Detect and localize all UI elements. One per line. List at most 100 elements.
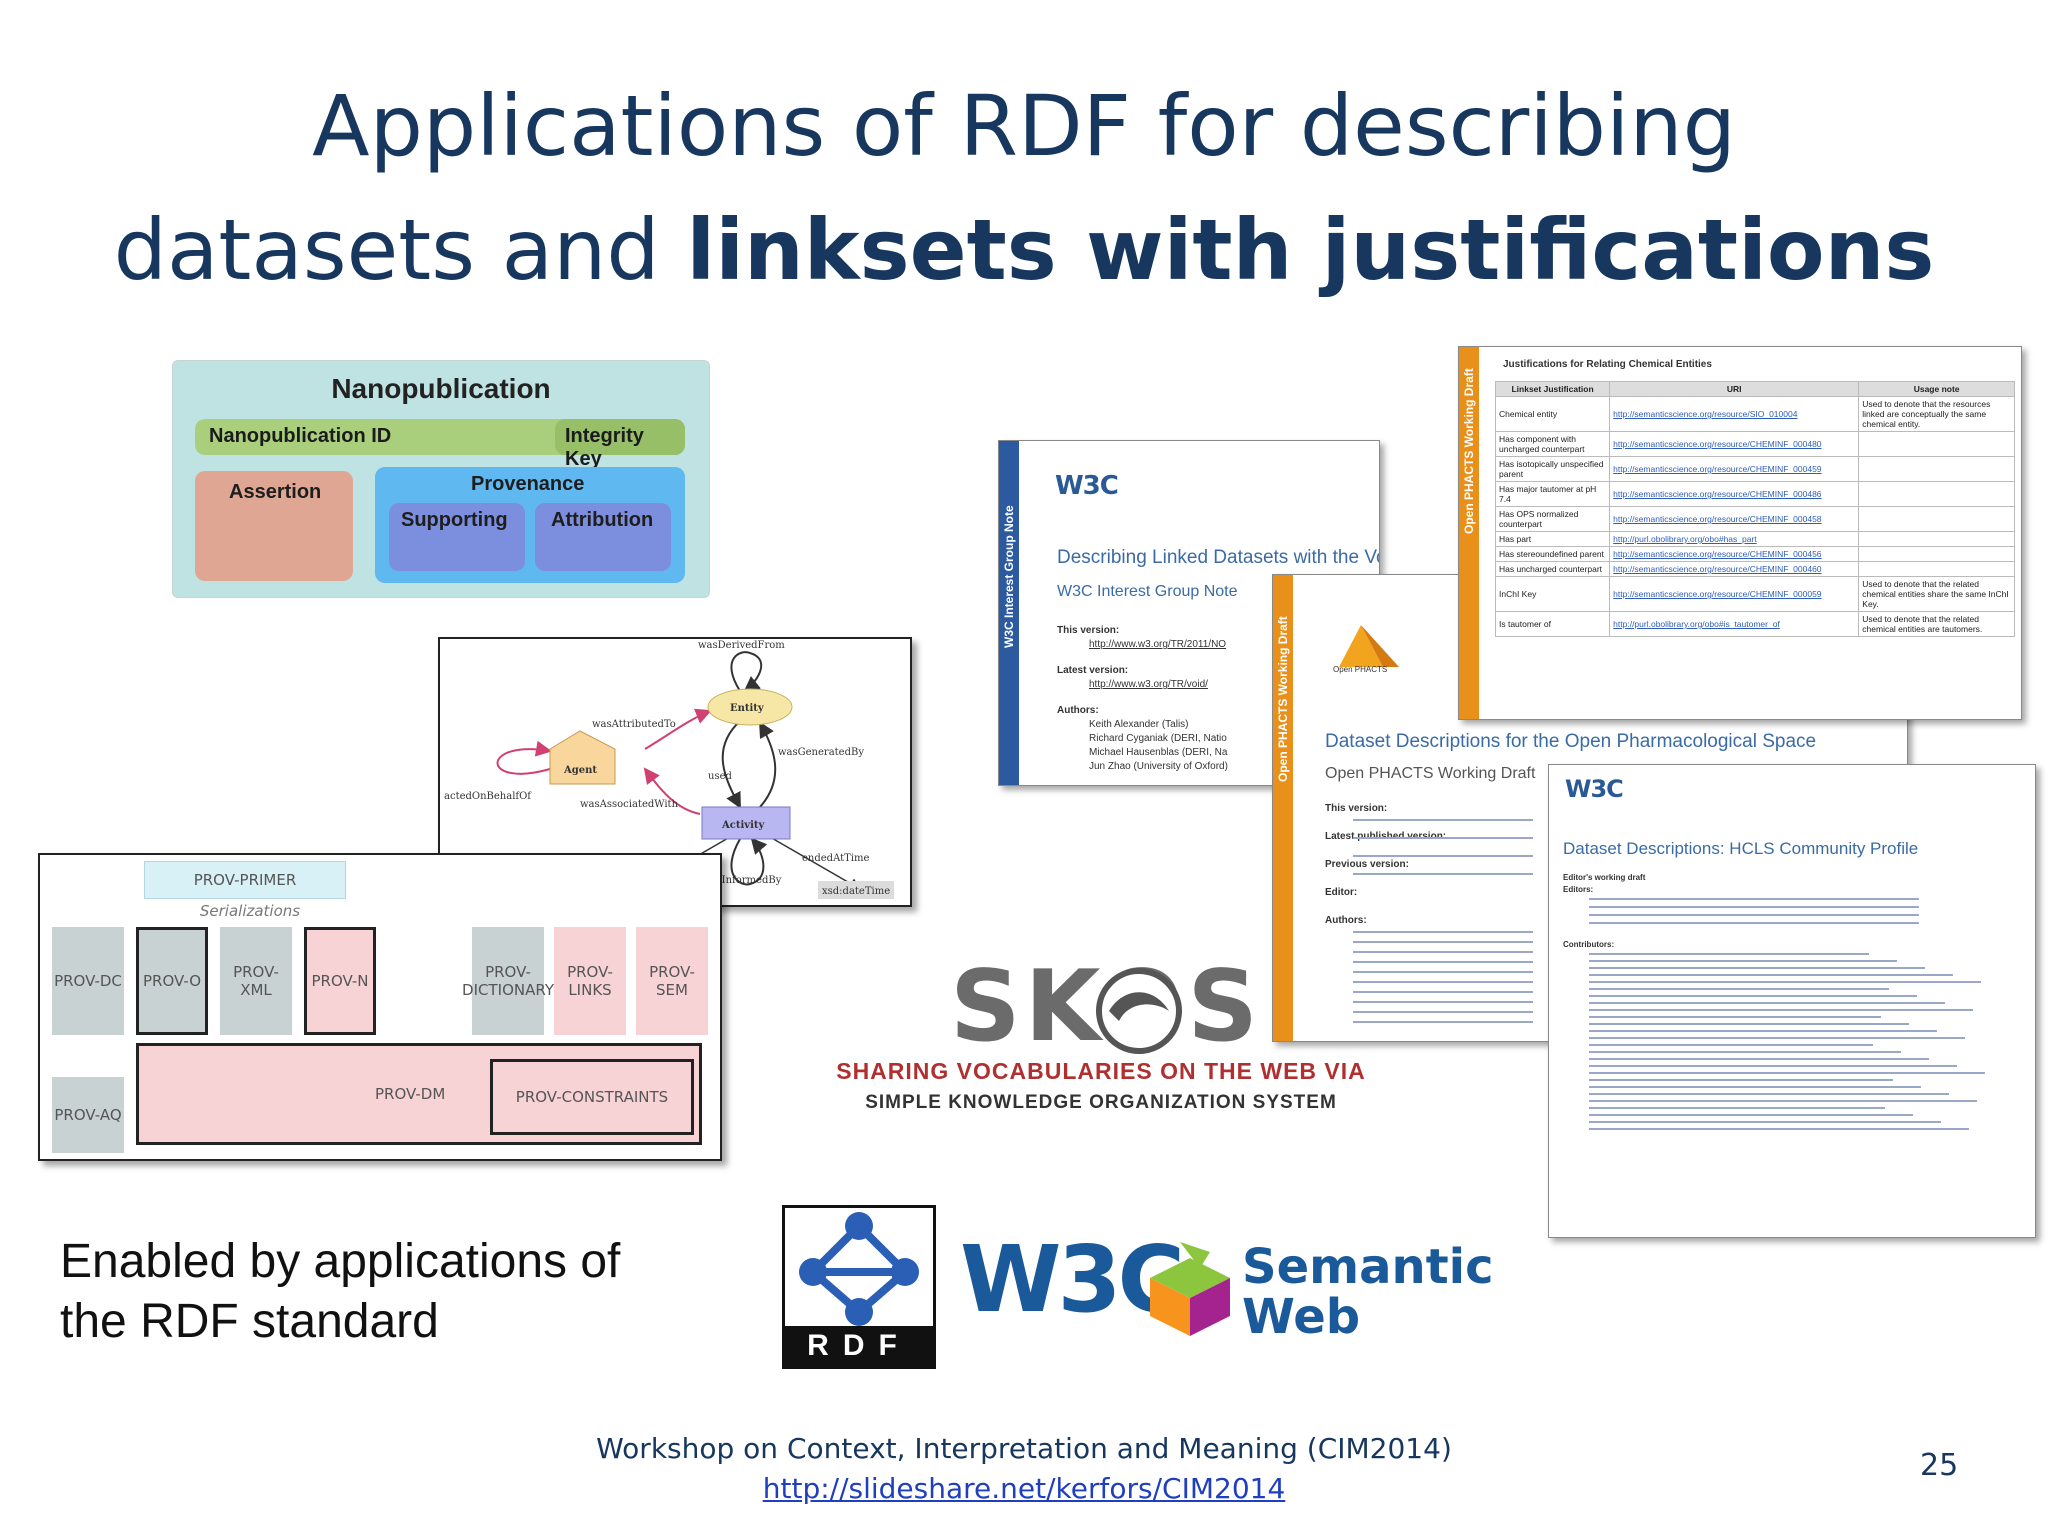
page-number: 25: [1920, 1448, 1959, 1483]
rdf-label: RDF: [785, 1326, 933, 1366]
justification-uri-cell[interactable]: http://semanticscience.org/resource/CHEM…: [1609, 431, 1860, 457]
void-w3c-logo: W3C: [1055, 471, 1119, 501]
justification-uri-cell[interactable]: http://semanticscience.org/resource/CHEM…: [1609, 576, 1860, 612]
void-author-2: Richard Cyganiak (DERI, Natio: [1089, 733, 1227, 744]
ophacts-logo-text: Open PHACTS: [1333, 665, 1388, 674]
assertion-box: Assertion: [195, 471, 353, 581]
ophacts-latest-label: Latest published version:: [1325, 831, 1446, 842]
usage-note-cell: [1858, 561, 2015, 577]
used-label: used: [708, 771, 732, 782]
footer-workshop: Workshop on Context, Interpretation and …: [596, 1432, 1452, 1465]
ophacts-sidebar-label: Open PHACTS Working Draft: [1276, 616, 1290, 782]
justification-sidebar-label: Open PHACTS Working Draft: [1462, 368, 1476, 534]
justification-uri-cell[interactable]: http://semanticscience.org/resource/CHEM…: [1609, 561, 1860, 577]
w3c-logo: W3C: [960, 1226, 1185, 1333]
justification-document: Open PHACTS Working Draft Justifications…: [1458, 346, 2022, 720]
attribution-label: Attribution: [551, 509, 654, 531]
semantic-label: Semantic: [1242, 1239, 1494, 1295]
enabled-by-line2: the RDF standard: [60, 1295, 439, 1348]
ophacts-logo-icon: [1339, 625, 1399, 667]
justification-cell: Has uncharged counterpart: [1494, 561, 1611, 577]
usage-note-cell: [1858, 431, 2015, 457]
prov-constraints-box: PROV-CONSTRAINTS: [490, 1059, 694, 1135]
semantic-web-cube-icon: [1150, 1242, 1230, 1336]
justification-cell: Has isotopically unspecified parent: [1494, 456, 1611, 482]
prov-aq-box: PROV-AQ: [52, 1077, 124, 1153]
provenance-box: Provenance Supporting Attribution: [375, 467, 685, 583]
assertion-label: Assertion: [229, 481, 322, 503]
entity-label: Entity: [730, 703, 765, 714]
void-this-version-link[interactable]: http://www.w3.org/TR/2011/NO: [1089, 639, 1227, 650]
title-plain: datasets and: [113, 201, 687, 299]
ophacts-previous-label: Previous version:: [1325, 859, 1409, 870]
serializations-label: Serializations: [199, 902, 301, 920]
prov-dictionary-box: PROV-DICTIONARY: [462, 927, 554, 1035]
ophacts-subheading: Open PHACTS Working Draft: [1325, 765, 1536, 782]
justification-header-cell: Usage note: [1858, 381, 2015, 397]
usage-note-cell: [1858, 531, 2015, 547]
agent-node: [549, 730, 616, 785]
ophacts-editor-label: Editor:: [1325, 887, 1358, 898]
title-bold: linksets with justifications: [686, 201, 1935, 299]
enabled-by-line1: Enabled by applications of: [60, 1235, 621, 1288]
hcls-editor-lines: [1589, 898, 1919, 930]
skos-tagline-2: SIMPLE KNOWLEDGE ORGANIZATION SYSTEM: [865, 1092, 1337, 1113]
void-author-1: Keith Alexander (Talis): [1089, 719, 1189, 730]
usage-note-cell: [1858, 481, 2015, 507]
nanopublication-id-bar: Nanopublication ID Integrity Key: [195, 419, 685, 470]
ophacts-text-lines: [1353, 819, 1533, 883]
justification-sidebar: Open PHACTS Working Draft: [1459, 347, 1479, 719]
justification-uri-cell[interactable]: http://purl.obolibrary.org/obo#is_tautom…: [1609, 611, 1860, 637]
provenance-label: Provenance: [471, 473, 585, 495]
void-this-version-label: This version:: [1057, 625, 1120, 636]
justification-uri-cell[interactable]: http://purl.obolibrary.org/obo#has_part: [1609, 531, 1860, 547]
ophacts-heading: Dataset Descriptions for the Open Pharma…: [1325, 731, 1817, 752]
hcls-editors-label: Editors:: [1563, 885, 1594, 894]
attribution-box: Attribution: [535, 503, 671, 571]
hcls-contributor-lines: [1589, 953, 1989, 1135]
justification-cell: Has stereoundefined parent: [1494, 546, 1611, 562]
justification-uri-cell[interactable]: http://semanticscience.org/resource/CHEM…: [1609, 546, 1860, 562]
was-informed-by-label: wasInformedBy: [702, 875, 782, 886]
acted-on-behalf-of-label: actedOnBehalfOf: [444, 791, 532, 802]
skos-circle-icon: [1096, 968, 1182, 1054]
hcls-w3c-logo: W3C: [1565, 775, 1624, 803]
justification-header-cell: URI: [1609, 381, 1860, 397]
hcls-editors-draft: Editor's working draft: [1563, 873, 1646, 882]
void-heading: Describing Linked Datasets with the VoID: [1057, 547, 1380, 568]
justification-cell: Chemical entity: [1494, 396, 1611, 432]
was-associated-with-label: wasAssociatedWith: [580, 799, 679, 810]
entity-node: [707, 688, 793, 726]
void-latest-link[interactable]: http://www.w3.org/TR/void/: [1089, 679, 1208, 690]
usage-note-cell: Used to denote that the resources linked…: [1858, 396, 2015, 432]
was-generated-by-label: wasGeneratedBy: [778, 747, 864, 758]
supporting-box: Supporting: [389, 503, 525, 571]
justification-uri-cell[interactable]: http://semanticscience.org/resource/CHEM…: [1609, 506, 1860, 532]
nanopublication-title: Nanopublication: [331, 373, 551, 404]
void-author-3: Michael Hausenblas (DERI, Na: [1089, 747, 1228, 758]
rdf-graph-icon: [799, 1212, 919, 1326]
justification-cell: InChI Key: [1494, 576, 1611, 612]
justification-uri-cell[interactable]: http://semanticscience.org/resource/CHEM…: [1609, 481, 1860, 507]
void-author-4: Jun Zhao (University of Oxford): [1089, 761, 1228, 772]
web-label: Web: [1242, 1289, 1361, 1345]
nanopublication-diagram: Nanopublication Nanopublication ID Integ…: [172, 360, 710, 598]
prov-n-box: PROV-N: [304, 927, 376, 1035]
activity-node: [701, 806, 791, 840]
void-sidebar-label: W3C Interest Group Note: [1002, 505, 1016, 648]
was-attributed-to-label: wasAttributedTo: [592, 719, 676, 730]
justification-header-cell: Linkset Justification: [1494, 381, 1611, 397]
usage-note-cell: Used to denote that the related chemical…: [1858, 576, 2015, 612]
semantic-web-text: Semantic Web: [1242, 1242, 1494, 1342]
supporting-label: Supporting: [401, 509, 508, 531]
justification-uri-cell[interactable]: http://semanticscience.org/resource/SIO_…: [1609, 396, 1860, 432]
justification-uri-cell[interactable]: http://semanticscience.org/resource/CHEM…: [1609, 456, 1860, 482]
slide-title-line1: Applications of RDF for describing: [312, 77, 1736, 175]
footer-link[interactable]: http://slideshare.net/kerfors/CIM2014: [762, 1472, 1286, 1505]
justification-title: Justifications for Relating Chemical Ent…: [1503, 359, 1712, 370]
